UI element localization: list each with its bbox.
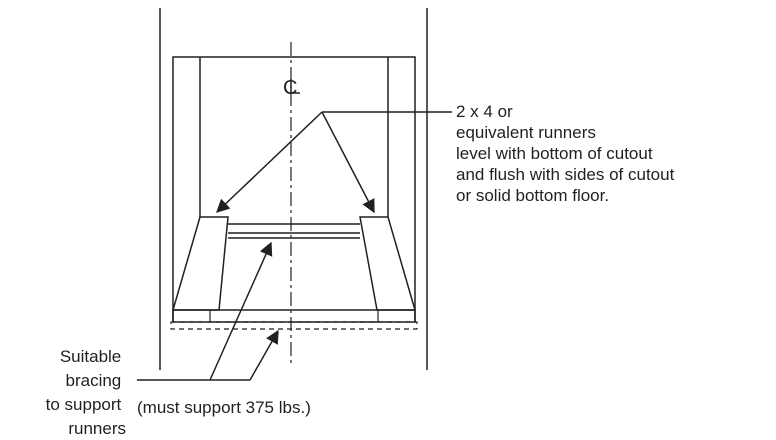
runner-arrow-right (321, 111, 375, 214)
cutout-outline (172, 56, 416, 322)
runners-label-line: or solid bottom floor. (456, 186, 609, 205)
centerline-symbol: C (283, 77, 297, 99)
load-note: (must support 375 lbs.) (137, 398, 311, 417)
runners-label-line: and flush with sides of cutout (456, 165, 675, 184)
runners-label: 2 x 4 or equivalent runners level with b… (456, 102, 679, 205)
runner-right (359, 216, 416, 311)
runner-left (172, 216, 229, 311)
runner-arrow-left (216, 111, 323, 213)
bracing-arrow-upper (209, 241, 273, 381)
bracing-label-line: runners (68, 419, 126, 438)
floor-dashed-outline (170, 321, 418, 330)
bracing-label-line: bracing (66, 371, 122, 390)
bracing-label-line: Suitable (60, 347, 121, 366)
runners-label-line: 2 x 4 or (456, 102, 513, 121)
base-plate (172, 309, 416, 323)
runners-label-line: equivalent runners (456, 123, 596, 142)
bracing-arrow-lower (249, 329, 279, 381)
bracing-label-line: to support (46, 395, 122, 414)
runners-label-line: level with bottom of cutout (456, 144, 653, 163)
bracing-label: Suitable bracing to support runners (46, 347, 126, 438)
